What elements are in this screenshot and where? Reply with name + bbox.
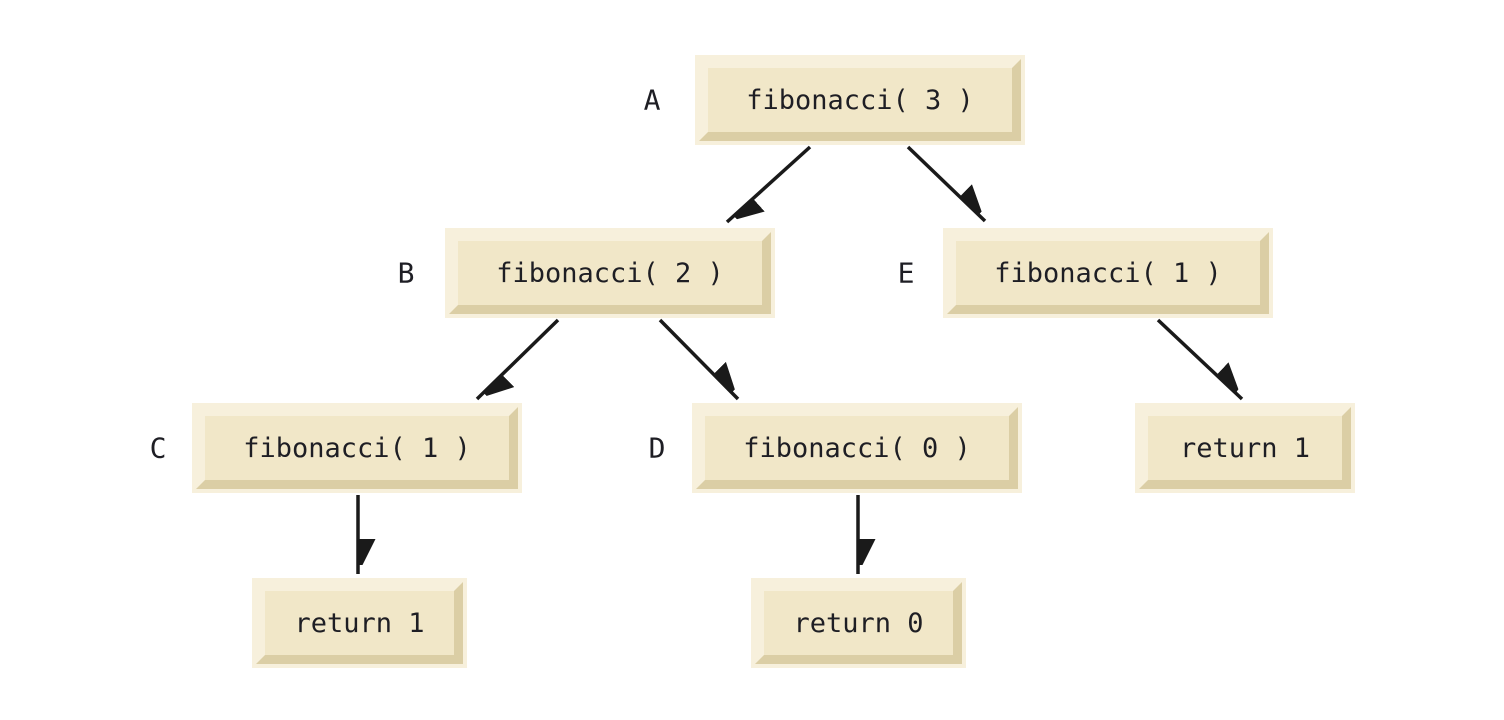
node-label-d: D (648, 431, 666, 465)
node-text: return 1 (294, 607, 425, 639)
node-label-b: B (397, 256, 415, 290)
arrow-b-to-c (475, 318, 560, 401)
arrow-b-to-d (658, 318, 740, 401)
node-fibonacci-1-left: fibonacci( 1 ) (192, 403, 522, 493)
node-bevel: return 0 (755, 582, 962, 664)
node-bevel: fibonacci( 2 ) (449, 232, 771, 314)
node-text: return 1 (1179, 432, 1311, 464)
node-label-c: C (149, 431, 167, 465)
node-fibonacci-2: fibonacci( 2 ) (445, 228, 775, 318)
node-fibonacci-1-right: fibonacci( 1 ) (943, 228, 1273, 318)
node-bevel: fibonacci( 1 ) (947, 232, 1269, 314)
node-text: fibonacci( 1 ) (994, 257, 1222, 289)
node-return-0-under-d: return 0 (751, 578, 966, 668)
node-return-1-under-e: return 1 (1135, 403, 1355, 493)
node-text: fibonacci( 0 ) (743, 432, 971, 464)
node-bevel: return 1 (256, 582, 463, 664)
node-text: fibonacci( 2 ) (496, 257, 724, 289)
node-label-e: E (897, 256, 915, 290)
node-label-a: A (643, 83, 661, 117)
arrow-e-to-return (1156, 318, 1244, 401)
node-bevel: fibonacci( 0 ) (696, 407, 1018, 489)
node-bevel: fibonacci( 3 ) (699, 59, 1021, 141)
arrow-a-to-e (906, 145, 987, 223)
node-text: fibonacci( 3 ) (746, 84, 974, 116)
node-fibonacci-3: fibonacci( 3 ) (695, 55, 1025, 145)
node-return-1-under-c: return 1 (252, 578, 467, 668)
arrow-a-to-b (725, 145, 812, 224)
node-text: return 0 (793, 607, 924, 639)
node-fibonacci-0: fibonacci( 0 ) (692, 403, 1022, 493)
node-bevel: fibonacci( 1 ) (196, 407, 518, 489)
node-bevel: return 1 (1139, 407, 1351, 489)
node-text: fibonacci( 1 ) (243, 432, 471, 464)
